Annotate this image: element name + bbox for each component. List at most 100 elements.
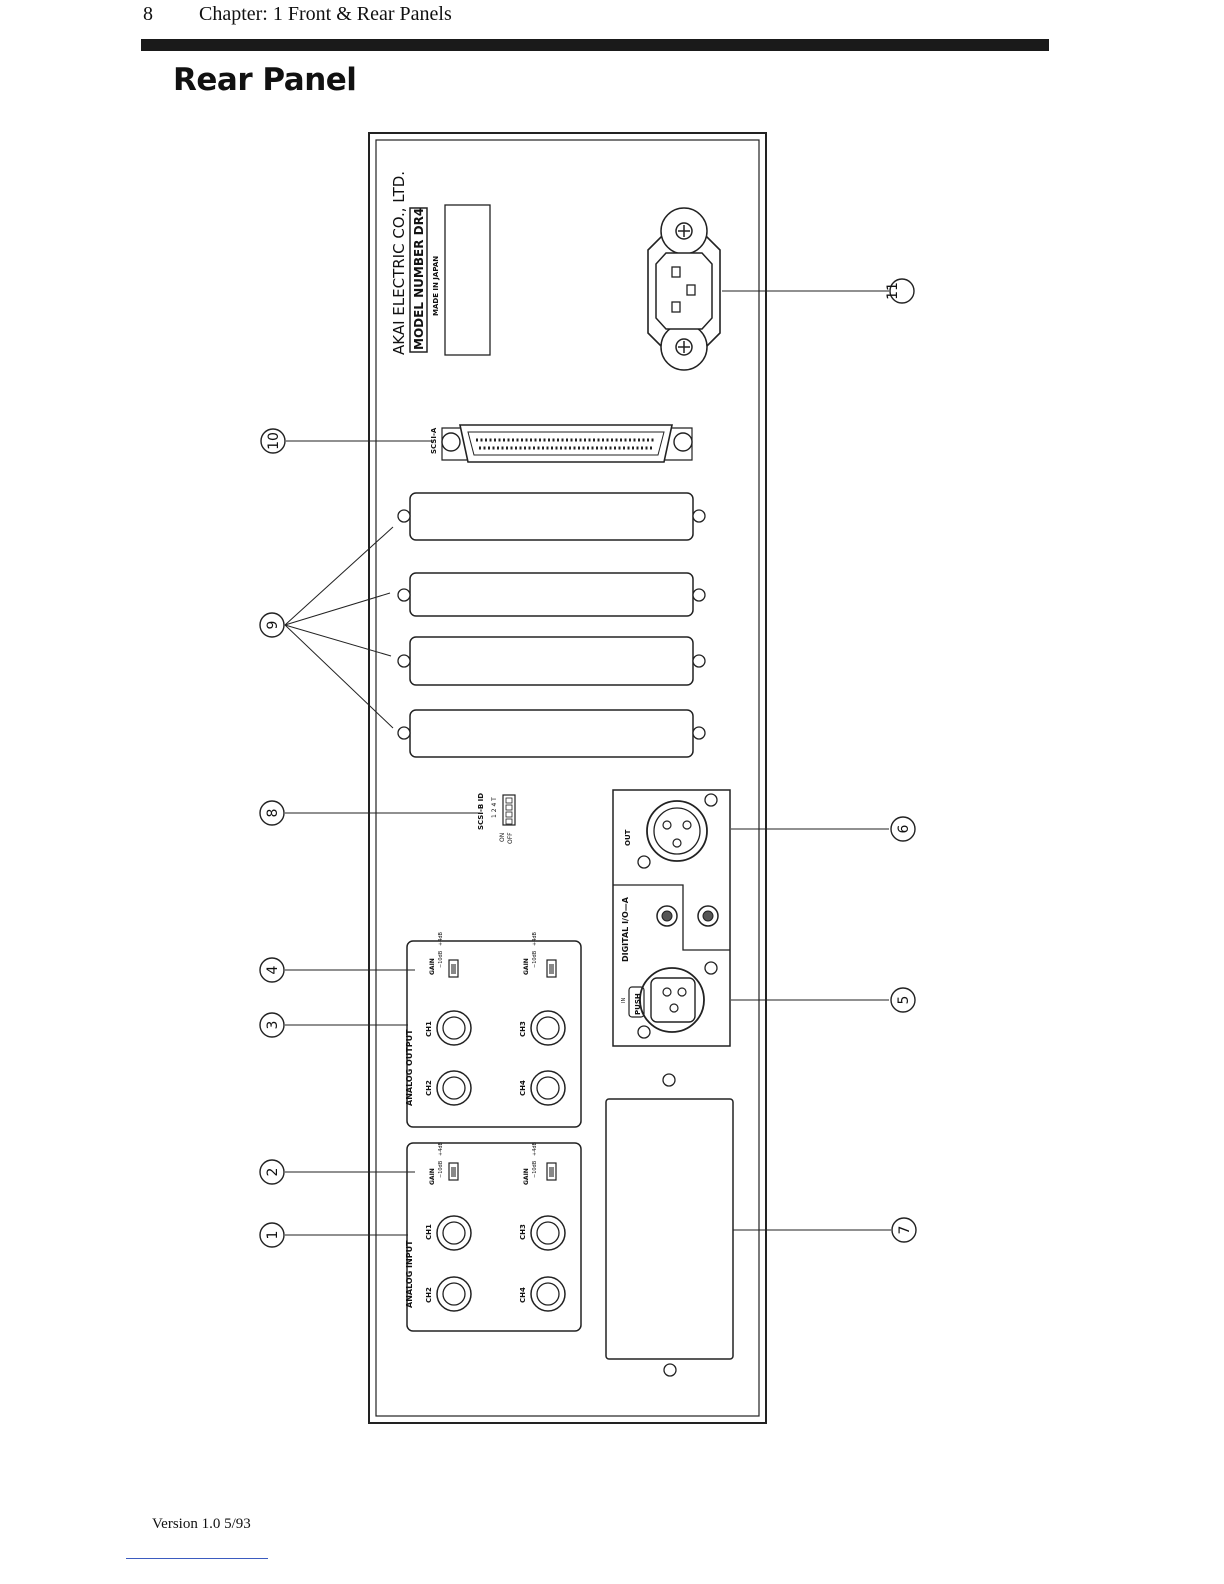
model-box xyxy=(409,207,428,353)
input-jack xyxy=(436,1276,472,1312)
ac-inlet-socket xyxy=(655,252,713,330)
section-title: Rear Panel xyxy=(173,62,357,98)
maker-label: AKAI ELECTRIC CO., LTD. xyxy=(390,171,408,355)
analog-output-label: ANALOG OUTPUT xyxy=(405,1029,414,1106)
output-jack xyxy=(530,1010,566,1046)
callout-10-number: 10 xyxy=(266,432,282,450)
digital-out-xlr xyxy=(646,800,708,862)
gain-low-label: −10dB xyxy=(438,950,444,968)
callout-6 xyxy=(890,816,916,842)
gain-label: GAIN xyxy=(429,958,436,975)
scsi-b-id-label: SCSI-B ID xyxy=(477,793,485,830)
panel-inner-frame xyxy=(375,139,760,1417)
dip-off-label: OFF xyxy=(507,832,514,844)
digital-out-label: OUT xyxy=(624,829,632,846)
nameplate: AKAI ELECTRIC CO., LTD. MODEL NUMBER DR4… xyxy=(390,171,491,356)
ch4-label: CH4 xyxy=(519,1080,527,1096)
footer-version: Version 1.0 5/93 xyxy=(152,1516,251,1532)
callouts xyxy=(259,278,917,1248)
gain-switch xyxy=(546,1162,557,1181)
analog-input-label: ANALOG INPUT xyxy=(405,1240,414,1308)
callout-11-number: 11 xyxy=(885,282,901,300)
gain-switch xyxy=(448,959,459,978)
digital-in-xlr xyxy=(639,967,705,1033)
screw-icon xyxy=(663,1363,677,1377)
callout-leaders xyxy=(284,290,891,1236)
callout-10 xyxy=(260,428,286,454)
screw-icon xyxy=(704,961,718,975)
ch1-label: CH1 xyxy=(425,1021,433,1037)
callout-9 xyxy=(259,612,285,638)
screw-icon xyxy=(673,432,693,452)
screw-icon xyxy=(637,855,651,869)
expansion-slot xyxy=(409,636,694,686)
origin-label: MADE IN JAPAN xyxy=(432,256,440,316)
callout-9-number: 9 xyxy=(265,621,281,630)
screw-icon xyxy=(675,222,693,240)
expansion-slot xyxy=(409,709,694,758)
callout-4 xyxy=(259,957,285,983)
footer-rule xyxy=(126,1558,268,1559)
header-rule xyxy=(141,39,1049,51)
ch2-label: CH2 xyxy=(425,1080,433,1096)
callout-2 xyxy=(259,1159,285,1185)
callout-3 xyxy=(259,1012,285,1038)
callout-5 xyxy=(890,987,916,1013)
callout-7 xyxy=(891,1217,917,1243)
ch3-label: CH3 xyxy=(519,1021,527,1037)
expansion-slot xyxy=(409,572,694,617)
callout-4-number: 4 xyxy=(265,965,281,974)
analog-input-section: ANALOG INPUT GAIN −10dB +4dB GAIN −10dB … xyxy=(405,1141,582,1332)
output-jack xyxy=(530,1070,566,1106)
ch1-label: CH1 xyxy=(425,1224,433,1240)
callout-8-number: 8 xyxy=(265,809,281,818)
callout-5-number: 5 xyxy=(896,996,912,1005)
callout-11 xyxy=(889,278,915,304)
blank-plate xyxy=(605,1073,734,1377)
dip-on-label: ON xyxy=(499,833,506,842)
callout-1 xyxy=(259,1222,285,1248)
ch3-label: CH3 xyxy=(519,1224,527,1240)
gain-low-label: −10dB xyxy=(532,950,538,968)
callout-3-number: 3 xyxy=(265,1021,281,1030)
page-number: 8 xyxy=(143,3,153,25)
gain-high-label: +4dB xyxy=(438,1141,444,1156)
callout-7-number: 7 xyxy=(897,1226,913,1235)
scsi-b-id-switch: SCSI-B ID 1 2 4 T ON OFF xyxy=(477,793,516,844)
screw-icon xyxy=(637,1025,651,1039)
gain-low-label: −10dB xyxy=(438,1160,444,1178)
model-label: MODEL NUMBER DR4 xyxy=(412,208,426,350)
page-header: 8 Chapter: 1 Front & Rear Panels xyxy=(143,3,452,26)
screw-icon xyxy=(675,338,693,356)
gain-high-label: +4dB xyxy=(438,931,444,946)
gain-high-label: +4dB xyxy=(532,1141,538,1156)
chapter-title: Chapter: 1 Front & Rear Panels xyxy=(199,3,452,25)
output-jack xyxy=(436,1010,472,1046)
callout-numbers: 11 10 9 8 6 4 5 3 2 7 1 xyxy=(265,282,913,1239)
output-jack xyxy=(436,1070,472,1106)
gain-label: GAIN xyxy=(429,1168,436,1185)
ch2-label: CH2 xyxy=(425,1287,433,1303)
dip-numbers: 1 2 4 T xyxy=(491,797,498,818)
callout-1-number: 1 xyxy=(265,1231,281,1240)
analog-output-section: ANALOG OUTPUT GAIN −10dB +4dB GAIN −10dB… xyxy=(405,931,582,1128)
screw-icon xyxy=(441,432,461,452)
gain-high-label: +4dB xyxy=(532,931,538,946)
callout-2-number: 2 xyxy=(265,1168,281,1177)
digital-io-section: DIGITAL I/O—A OUT PUSH IN xyxy=(612,789,731,1047)
push-label: PUSH xyxy=(634,993,642,1015)
callout-6-number: 6 xyxy=(896,824,912,833)
input-jack xyxy=(530,1276,566,1312)
digital-in-label: IN xyxy=(621,998,627,1003)
screw-icon xyxy=(704,793,718,807)
ch4-label: CH4 xyxy=(519,1287,527,1303)
panel-outer-frame xyxy=(368,132,767,1424)
callout-8 xyxy=(259,800,285,826)
expansion-slots xyxy=(397,492,706,758)
label-window xyxy=(444,204,491,356)
input-jack xyxy=(530,1215,566,1251)
scsi-a-connector: SCSI-A xyxy=(430,424,693,463)
gain-label: GAIN xyxy=(523,958,530,975)
gain-switch xyxy=(448,1162,459,1181)
